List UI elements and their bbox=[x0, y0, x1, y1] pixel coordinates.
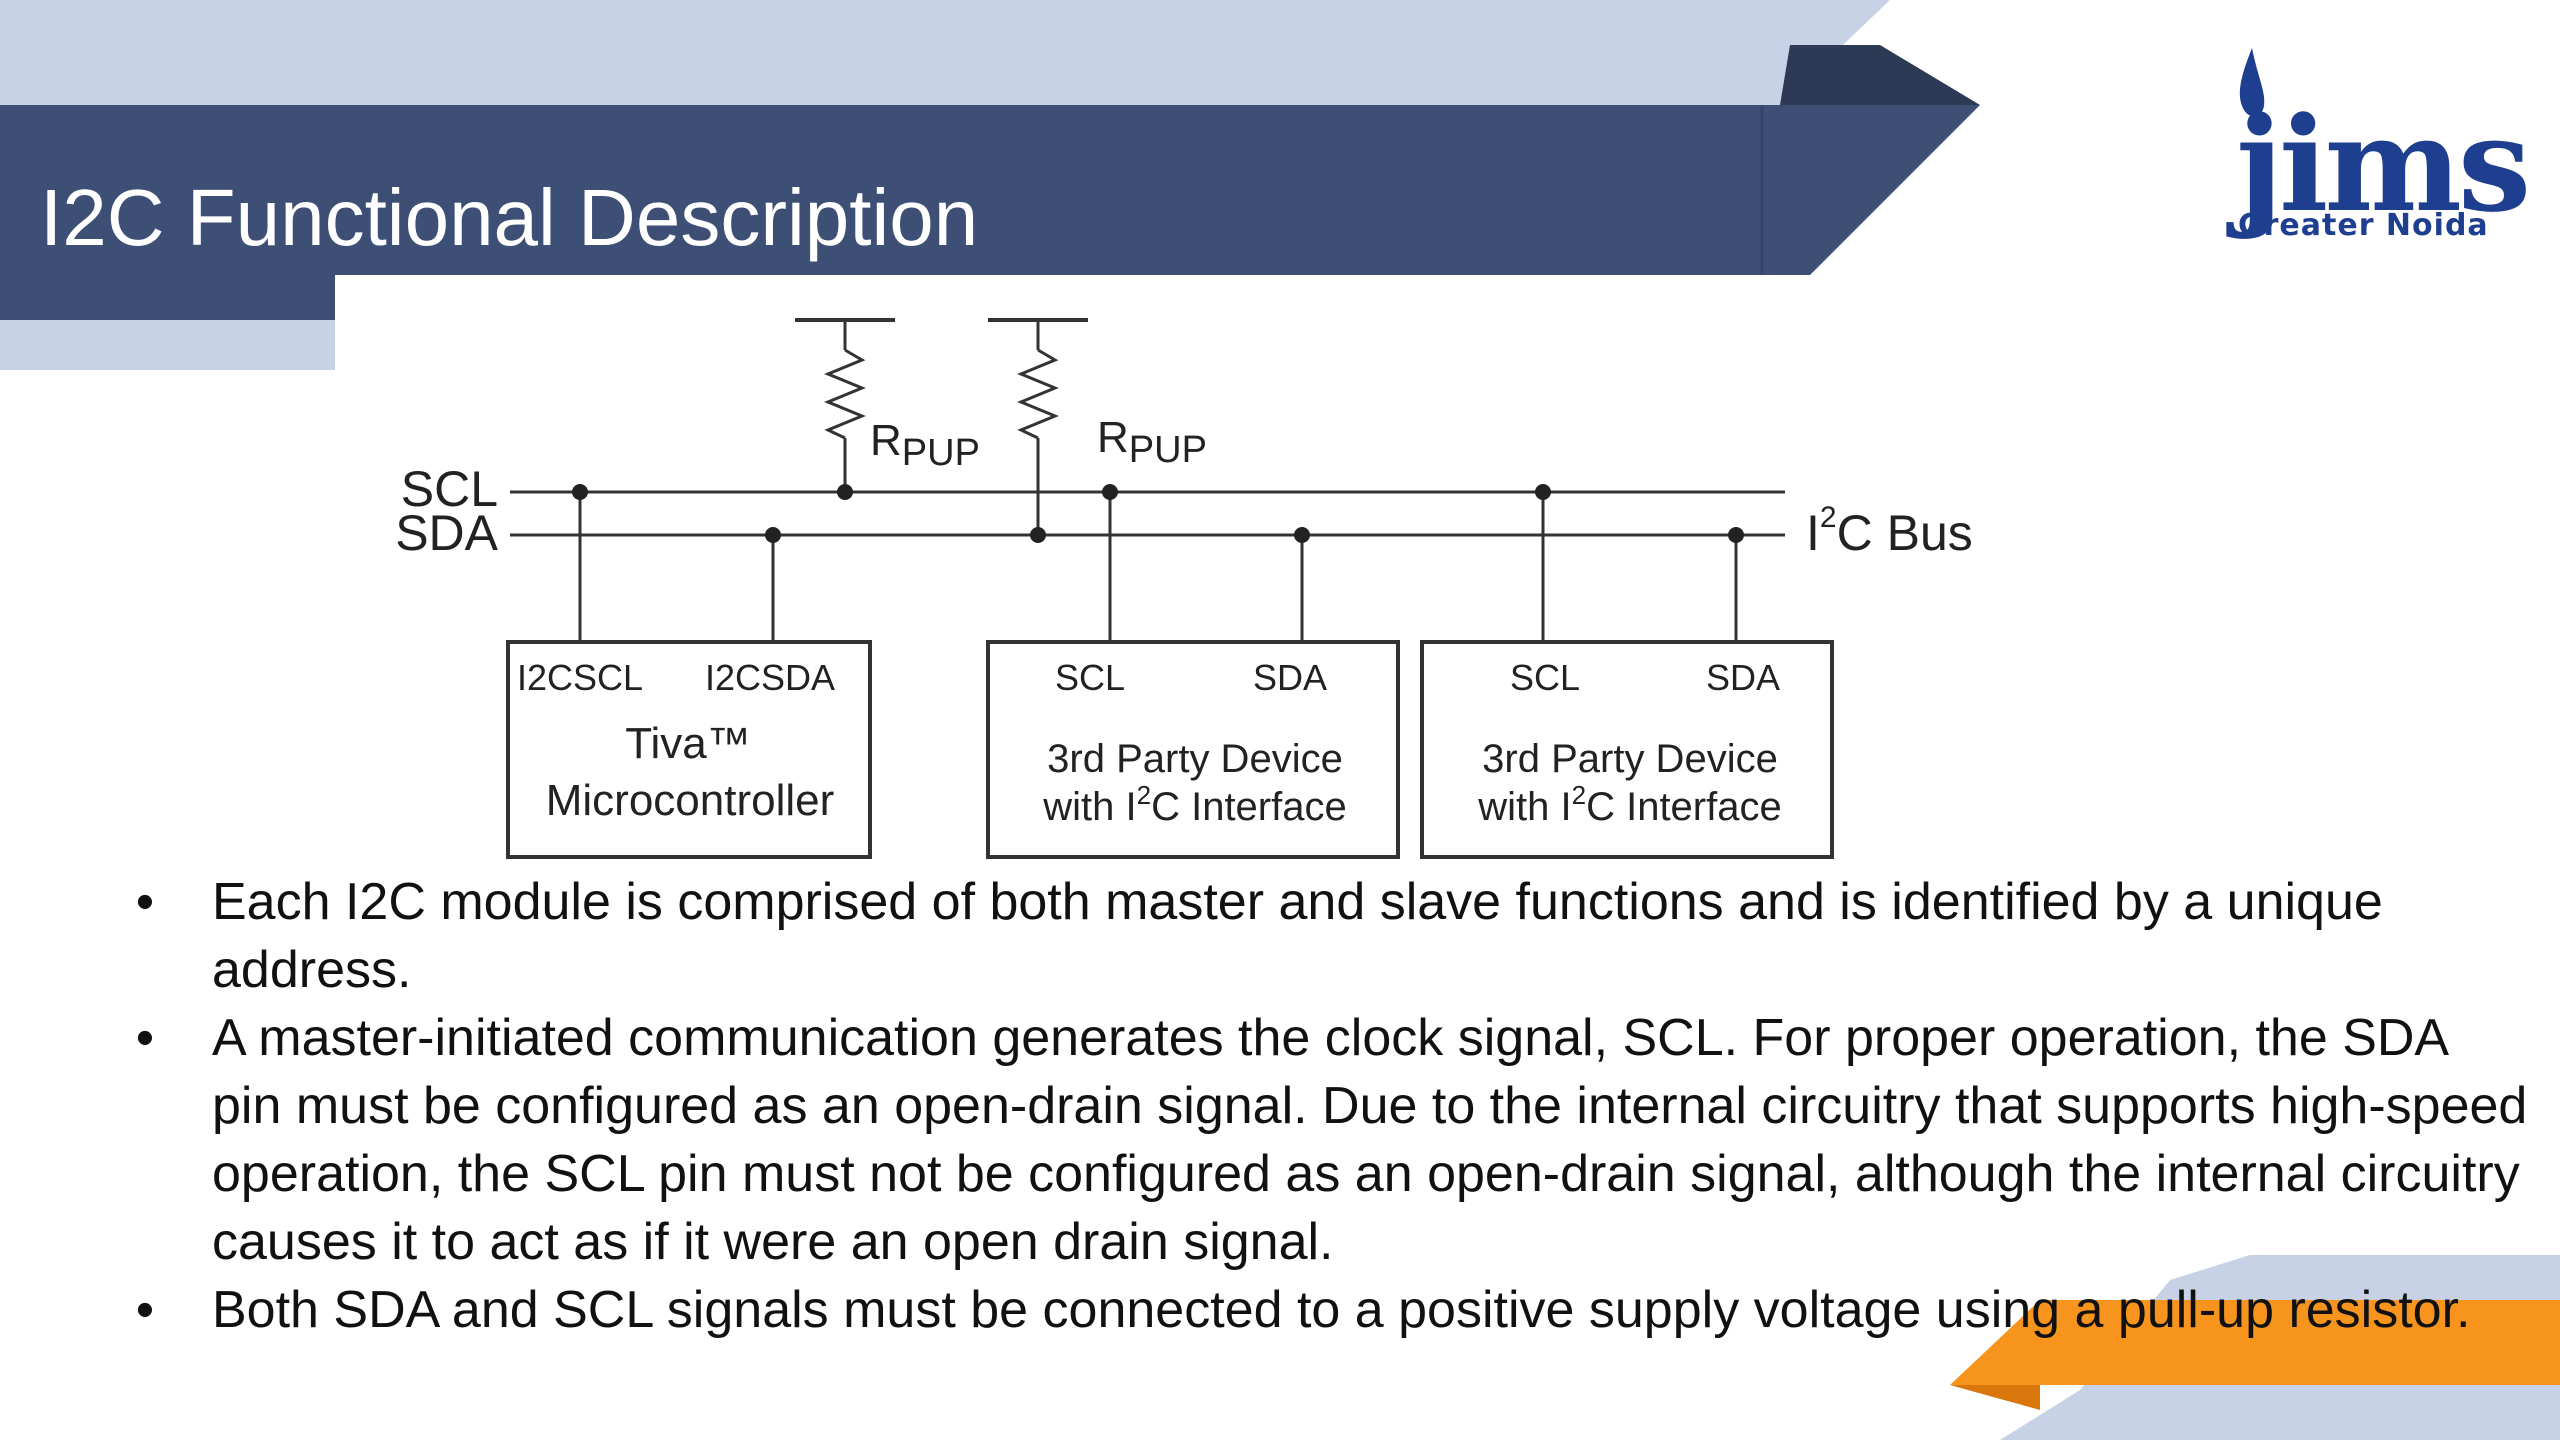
tiva-microcontroller-block: I2CSCL I2CSDA Tiva™ Microcontroller bbox=[506, 640, 872, 859]
bullet-item-3: • Both SDA and SCL signals must be connec… bbox=[130, 1276, 2530, 1344]
bullet-marker: • bbox=[135, 1281, 155, 1339]
mcu-pin-sda: I2CSDA bbox=[705, 657, 835, 698]
device2-line1: 3rd Party Device bbox=[1482, 737, 1778, 781]
pullup-resistor-scl: RPUP bbox=[795, 318, 980, 492]
bullet-item-2: • A master-initiated communication genera… bbox=[130, 1004, 2530, 1276]
junction-dots bbox=[572, 484, 1744, 543]
mcu-name-line2: Microcontroller bbox=[546, 776, 835, 825]
device1-line2: with I2C Interface bbox=[1042, 780, 1346, 829]
third-party-device-2: SCL SDA 3rd Party Device with I2C Interf… bbox=[1420, 640, 1834, 859]
bullet-marker: • bbox=[135, 873, 155, 931]
slide-title: I2C Functional Description bbox=[40, 173, 979, 262]
header-dark-tip bbox=[1780, 45, 1980, 105]
device2-pin-scl: SCL bbox=[1510, 657, 1580, 698]
bullet-text: A master-initiated communication generat… bbox=[212, 1009, 2528, 1271]
bullet-item-1: • Each I2C module is comprised of both ma… bbox=[130, 868, 2530, 1004]
device1-line1: 3rd Party Device bbox=[1047, 737, 1343, 781]
drop-wires bbox=[578, 492, 1738, 642]
bullet-text: Both SDA and SCL signals must be connect… bbox=[212, 1281, 2471, 1339]
device1-pin-sda: SDA bbox=[1253, 657, 1327, 698]
header-dark-band bbox=[0, 105, 1980, 275]
svg-text:RPUP: RPUP bbox=[1097, 413, 1207, 471]
mcu-name-line1: Tiva™ bbox=[625, 719, 751, 768]
svg-text:RPUP: RPUP bbox=[870, 416, 980, 474]
bullet-marker: • bbox=[135, 1009, 155, 1067]
device2-line2: with I2C Interface bbox=[1477, 780, 1781, 829]
third-party-device-1: SCL SDA 3rd Party Device with I2C Interf… bbox=[986, 640, 1400, 859]
pullup-resistor-sda: RPUP bbox=[988, 318, 1207, 535]
device2-pin-sda: SDA bbox=[1706, 657, 1780, 698]
bullet-text: Each I2C module is comprised of both mas… bbox=[212, 873, 2383, 999]
device1-pin-scl: SCL bbox=[1055, 657, 1125, 698]
bullet-list: • Each I2C module is comprised of both ma… bbox=[130, 868, 2530, 1344]
scl-bus-label: SCL bbox=[401, 461, 498, 517]
sda-bus-label: SDA bbox=[395, 505, 498, 561]
logo-subtitle: Greater Noida bbox=[2238, 208, 2489, 243]
logo-wordmark: jims bbox=[2236, 88, 2531, 241]
jims-logo: jims Greater Noida bbox=[2130, 48, 2550, 263]
header-light-band bbox=[0, 0, 1890, 105]
i2c-bus-label: I2C Bus bbox=[1806, 501, 1973, 561]
mcu-pin-scl: I2CSCL bbox=[517, 657, 643, 698]
footer-orange-band bbox=[1950, 1300, 2560, 1385]
flame-icon bbox=[2239, 48, 2265, 117]
